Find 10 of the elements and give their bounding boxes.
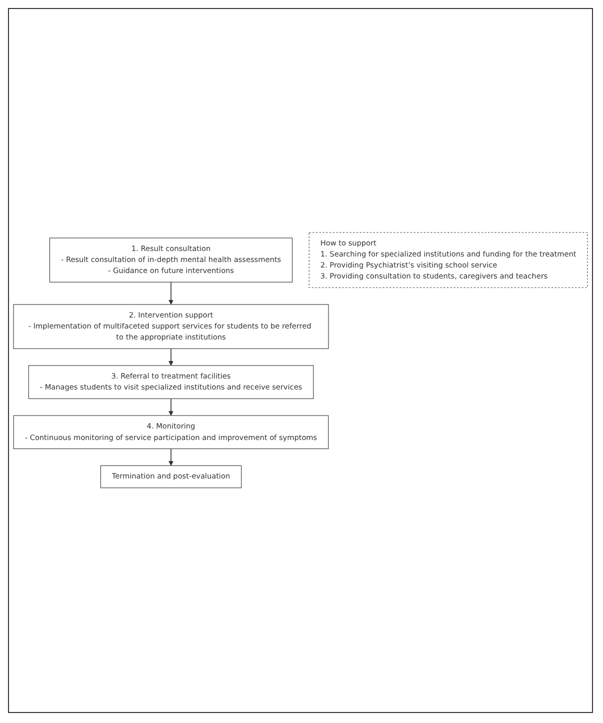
- node-box: [308, 232, 588, 288]
- node-box: [28, 366, 314, 400]
- arrow: [168, 348, 174, 366]
- arrow: [168, 448, 174, 466]
- arrow: [168, 398, 174, 416]
- node-box: [13, 416, 329, 450]
- node-box: [13, 304, 329, 350]
- node-box: [100, 466, 242, 488]
- arrow: [168, 282, 174, 306]
- node-box: [49, 238, 293, 283]
